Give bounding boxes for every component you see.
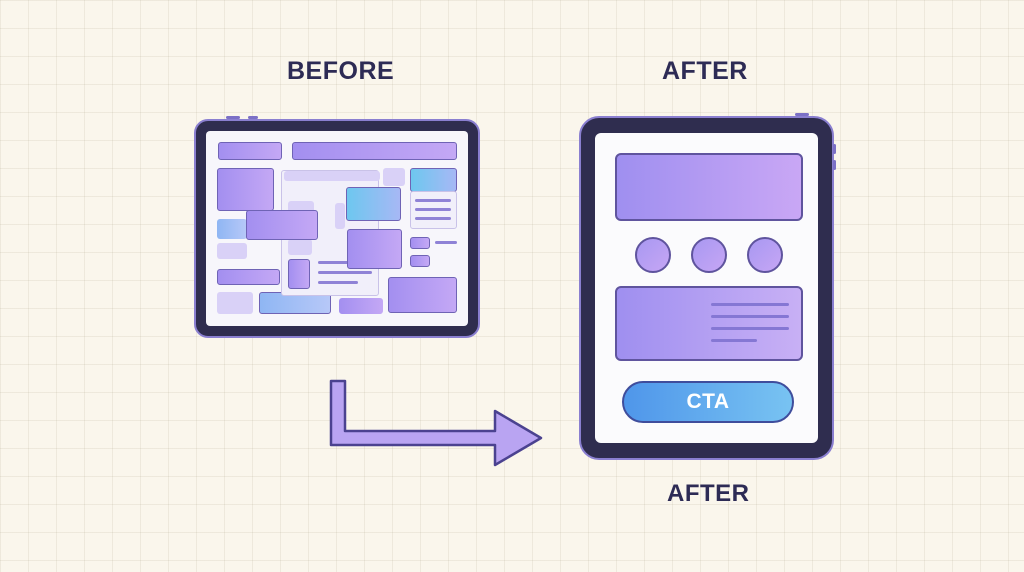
- before-block: [217, 243, 247, 259]
- before-block: [284, 171, 380, 181]
- before-block: [347, 229, 402, 269]
- after-hero-block: [615, 153, 803, 221]
- after-circle: [747, 237, 783, 273]
- after-text-line: [711, 315, 789, 318]
- before-block: [288, 239, 312, 255]
- before-block: [217, 219, 247, 239]
- after-label-top: AFTER: [662, 57, 748, 85]
- after-text-line: [711, 327, 789, 330]
- before-block: [339, 298, 383, 314]
- before-block: [218, 142, 282, 160]
- before-block: [292, 142, 457, 160]
- after-tablet: CTA: [579, 113, 836, 460]
- before-block: [288, 259, 310, 289]
- before-text-line: [415, 199, 451, 202]
- before-text-line: [415, 208, 451, 211]
- right-arrow-icon: [329, 379, 543, 467]
- before-block: [410, 255, 430, 267]
- before-text-line: [435, 241, 457, 244]
- before-block: [410, 168, 457, 192]
- before-block: [217, 292, 253, 314]
- after-screen: CTA: [595, 133, 818, 443]
- after-text-line: [711, 339, 757, 342]
- before-block: [335, 203, 345, 229]
- after-label-bottom: AFTER: [667, 480, 750, 507]
- tablet-button: [833, 160, 836, 170]
- before-text-line: [318, 281, 358, 284]
- before-text-line: [318, 271, 372, 274]
- before-label: BEFORE: [287, 57, 395, 85]
- before-block: [388, 277, 457, 313]
- before-block: [217, 269, 280, 285]
- before-block: [217, 168, 274, 211]
- after-text-line: [711, 303, 789, 306]
- tablet-button: [833, 144, 836, 154]
- after-content-card: [615, 286, 803, 361]
- before-text-line: [318, 261, 372, 264]
- before-screen: [206, 131, 468, 326]
- tablet-button: [226, 116, 240, 119]
- tablet-button: [248, 116, 258, 119]
- before-block: [346, 187, 401, 221]
- tablet-button: [795, 113, 809, 116]
- after-circle: [691, 237, 727, 273]
- after-circle: [635, 237, 671, 273]
- before-block: [383, 168, 405, 186]
- before-text-line: [415, 217, 451, 220]
- before-block: [246, 210, 318, 240]
- before-block: [410, 237, 430, 249]
- before-tablet: [194, 116, 480, 338]
- cta-button[interactable]: CTA: [622, 381, 794, 423]
